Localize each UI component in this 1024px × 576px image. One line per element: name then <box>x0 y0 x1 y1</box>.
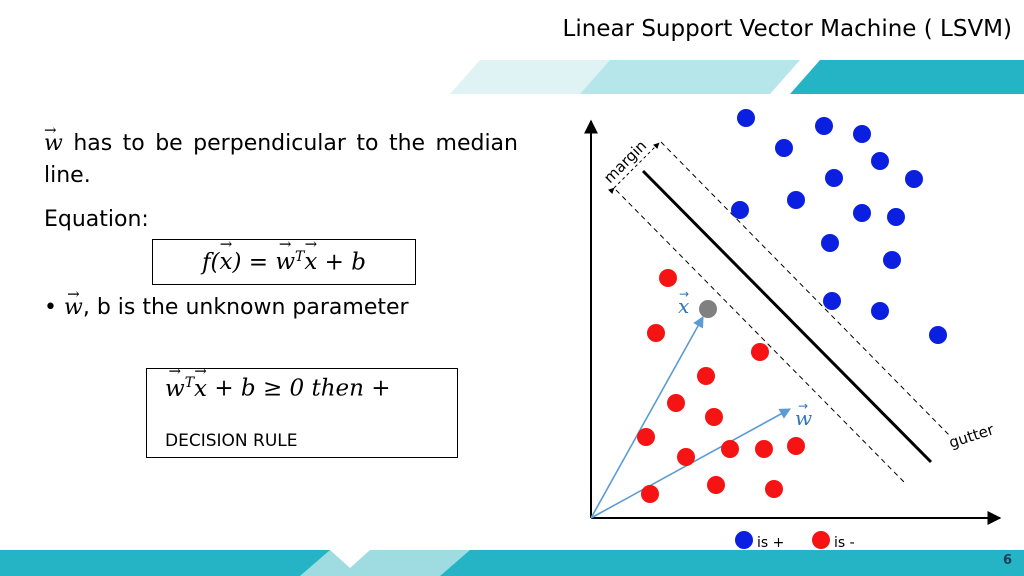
negative-point <box>641 485 659 503</box>
positive-point <box>821 234 839 252</box>
positive-point <box>775 139 793 157</box>
vector-x-label: x → <box>678 287 689 318</box>
positive-point <box>883 251 901 269</box>
equation-box: f(x) = wTx + b <box>152 235 416 285</box>
positive-point <box>815 117 833 135</box>
query-point <box>699 300 717 318</box>
positive-point <box>887 208 905 226</box>
positive-point <box>731 201 749 219</box>
positive-point <box>853 204 871 222</box>
svg-text:x: x <box>678 294 689 318</box>
vector-w-symbol: w <box>64 278 83 324</box>
gutter-line-upper <box>660 141 951 437</box>
bullet-unknown-parameter: • w, b is the unknown parameter <box>44 278 409 324</box>
paragraph-perpendicular: w has to be perpendicular to the median … <box>44 114 518 192</box>
positive-point <box>871 302 889 320</box>
negative-point <box>765 480 783 498</box>
vector-x-arrow <box>590 316 704 519</box>
negative-point <box>659 269 677 287</box>
negative-point <box>637 428 655 446</box>
positive-point <box>905 170 923 188</box>
svm-plot: margin gutter x → w → is + is - <box>584 109 1002 551</box>
positive-point <box>787 191 805 209</box>
decision-rule-box: wTx + b ≥ 0 then + DECISION RULE <box>146 362 458 458</box>
positive-point <box>823 292 841 310</box>
negative-point <box>705 408 723 426</box>
positive-point <box>929 326 947 344</box>
negative-point <box>707 476 725 494</box>
footer-decoration-band <box>0 550 1024 576</box>
page-number: 6 <box>1002 553 1012 568</box>
vector-w-symbol: w <box>44 114 63 160</box>
legend-positive-label: is + <box>757 535 784 551</box>
positive-point <box>871 152 889 170</box>
data-points <box>637 109 947 503</box>
svg-text:w: w <box>795 406 812 430</box>
body-text: w has to be perpendicular to the median … <box>44 114 518 236</box>
svg-text:→: → <box>679 287 689 301</box>
positive-point <box>825 169 843 187</box>
median-line <box>641 169 933 464</box>
decision-rule-formula: wTx + b ≥ 0 then + <box>165 362 391 402</box>
margin-label: margin <box>600 137 650 187</box>
positive-point <box>853 125 871 143</box>
legend-negative-label: is - <box>834 535 855 551</box>
decision-rule-label: DECISION RULE <box>165 431 298 451</box>
margin-arrow <box>608 142 660 194</box>
negative-point <box>647 324 665 342</box>
header-decoration-band <box>450 60 1024 94</box>
equation-formula: f(x) = wTx + b <box>202 235 366 275</box>
bullet-text: b is the unknown parameter <box>96 295 409 320</box>
gutter-label: gutter <box>947 420 997 452</box>
negative-point <box>697 367 715 385</box>
negative-point <box>667 394 685 412</box>
negative-point <box>677 448 695 466</box>
legend-positive-marker <box>735 531 753 549</box>
negative-point <box>721 440 739 458</box>
positive-point <box>737 109 755 127</box>
legend-negative-marker <box>812 531 830 549</box>
vector-w-label: w → <box>795 399 812 430</box>
equation-label: Equation: <box>44 207 149 232</box>
slide-title: Linear Support Vector Machine ( LSVM) <box>562 16 1012 42</box>
paragraph-text: has to be perpendicular to the median li… <box>44 131 518 188</box>
negative-point <box>787 437 805 455</box>
svg-text:→: → <box>798 399 808 413</box>
negative-point <box>751 343 769 361</box>
negative-point <box>755 440 773 458</box>
